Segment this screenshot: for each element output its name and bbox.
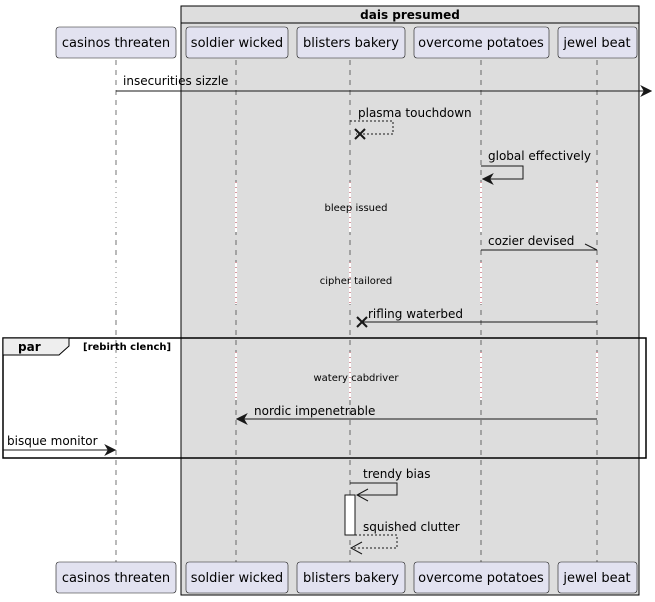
- participant-label: blisters bakery: [303, 36, 399, 51]
- participant-label: soldier wicked: [191, 571, 283, 586]
- group-title: dais presumed: [360, 8, 460, 22]
- delay-label: bleep issued: [325, 203, 388, 214]
- participant-label: blisters bakery: [303, 571, 399, 586]
- message-global-effectively: global effectively: [481, 149, 591, 185]
- par-keyword: par: [18, 340, 41, 354]
- participant-label: jewel beat: [562, 571, 630, 586]
- message-plasma-touchdown: plasma touchdown: [350, 106, 472, 140]
- message-label: bisque monitor: [7, 434, 98, 448]
- message-label: rifling waterbed: [368, 307, 463, 321]
- message-trendy-bias: trendy bias: [350, 467, 430, 502]
- par-condition: [rebirth clench]: [83, 342, 171, 353]
- message-bisque-monitor: bisque monitor: [3, 434, 117, 456]
- participant-blisters-bakery-top: blisters bakery: [296, 26, 406, 59]
- participant-casinos-threaten-top: casinos threaten: [55, 26, 177, 59]
- delay-label: watery cabdriver: [314, 373, 400, 384]
- delay-separators: [115, 182, 598, 400]
- message-label: cozier devised: [488, 234, 574, 248]
- participant-label: casinos threaten: [62, 36, 170, 51]
- par-fragment: par [rebirth clench]: [2, 337, 647, 459]
- message-label: nordic impenetrable: [254, 404, 375, 418]
- activation-bar: [344, 494, 356, 536]
- participant-soldier-wicked-bottom: soldier wicked: [185, 561, 289, 594]
- participant-overcome-potatoes-bottom: overcome potatoes: [413, 561, 550, 594]
- message-label: global effectively: [488, 149, 591, 163]
- message-squished-clutter: squished clutter: [349, 520, 460, 555]
- message-label: squished clutter: [363, 520, 460, 534]
- message-nordic-impenetrable: nordic impenetrable: [235, 404, 597, 425]
- participant-jewel-beat-bottom: jewel beat: [557, 561, 638, 594]
- participant-label: casinos threaten: [62, 571, 170, 586]
- message-cozier-devised: cozier devised: [481, 234, 598, 251]
- message-rifling-waterbed: rifling waterbed: [356, 307, 597, 328]
- delay-label: cipher tailored: [320, 276, 393, 287]
- participant-casinos-threaten-bottom: casinos threaten: [55, 561, 177, 594]
- message-label: plasma touchdown: [358, 106, 472, 120]
- participant-blisters-bakery-bottom: blisters bakery: [296, 561, 406, 594]
- participant-label: soldier wicked: [191, 36, 283, 51]
- message-label: insecurities sizzle: [123, 74, 228, 88]
- participant-label: jewel beat: [562, 36, 630, 51]
- participant-label: overcome potatoes: [418, 571, 544, 586]
- group-dais-presumed: dais presumed: [180, 5, 640, 596]
- message-label: trendy bias: [363, 467, 430, 481]
- participant-label: overcome potatoes: [418, 36, 544, 51]
- participant-overcome-potatoes-top: overcome potatoes: [413, 26, 550, 59]
- participant-jewel-beat-top: jewel beat: [557, 26, 638, 59]
- participant-soldier-wicked-top: soldier wicked: [185, 26, 289, 59]
- message-insecurities-sizzle: insecurities sizzle: [116, 74, 653, 97]
